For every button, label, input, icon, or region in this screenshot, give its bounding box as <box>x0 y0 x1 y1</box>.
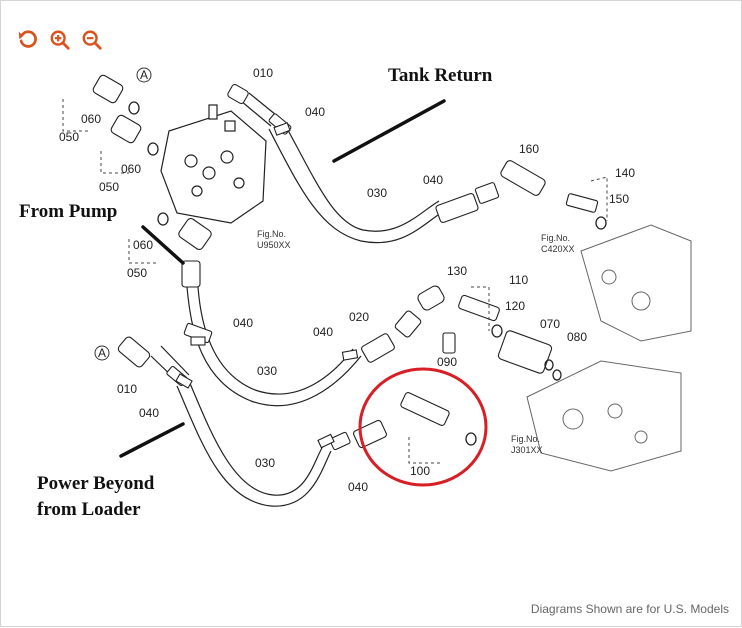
control-valve-body <box>160 104 267 224</box>
rotate-left-icon <box>18 30 37 48</box>
ref-a-top-label: A <box>140 68 148 82</box>
part-label-140[interactable]: 140 <box>615 166 635 180</box>
part-label-060-b[interactable]: 060 <box>121 162 141 176</box>
part-label-040-left[interactable]: 040 <box>233 316 253 330</box>
tank-return-label: Tank Return <box>388 65 493 86</box>
hose-clamps <box>175 122 359 449</box>
part-group-brackets <box>62 99 608 464</box>
part-label-050-c[interactable]: 050 <box>127 266 147 280</box>
part-label-130[interactable]: 130 <box>447 264 467 278</box>
part-label-080[interactable]: 080 <box>567 330 587 344</box>
fig-ref-u950-line2[interactable]: U950XX <box>257 240 291 250</box>
fig-ref-u950-line1[interactable]: Fig.No. <box>257 229 286 239</box>
hose-lines <box>150 92 442 507</box>
zoom-out-icon <box>82 30 102 50</box>
tractor-castings <box>526 224 692 472</box>
part-label-030-middle[interactable]: 030 <box>257 364 277 378</box>
ref-a-left-label: A <box>98 346 106 360</box>
footer-note: Diagrams Shown are for U.S. Models <box>530 602 729 616</box>
fig-ref-j301-line1[interactable]: Fig.No. <box>511 434 540 444</box>
part-label-040-lower-left[interactable]: 040 <box>139 406 159 420</box>
reference-markers: A A <box>94 67 152 361</box>
fittings <box>92 74 599 451</box>
part-label-020[interactable]: 020 <box>349 310 369 324</box>
o-rings <box>128 101 607 446</box>
part-label-040-bottom[interactable]: 040 <box>348 480 368 494</box>
part-label-110[interactable]: 110 <box>509 273 528 287</box>
power-beyond-label-line2: from Loader <box>37 499 141 520</box>
viewer-toolbar <box>15 27 105 53</box>
power-beyond-label-line1: Power Beyond <box>37 473 155 494</box>
part-label-030-upper[interactable]: 030 <box>367 186 387 200</box>
part-label-040-center[interactable]: 040 <box>313 325 333 339</box>
part-label-090[interactable]: 090 <box>437 355 457 369</box>
figure-references: Fig.No. U950XX Fig.No. C420XX Fig.No. J3… <box>257 229 575 455</box>
ref-circle-a-left <box>94 345 110 361</box>
part-label-120[interactable]: 120 <box>505 299 525 313</box>
part-label-060-c[interactable]: 060 <box>133 238 153 252</box>
part-label-070[interactable]: 070 <box>540 317 560 331</box>
part-label-040-mid[interactable]: 040 <box>423 173 443 187</box>
ref-circle-a-top <box>136 67 152 83</box>
fig-ref-c420-line1[interactable]: Fig.No. <box>541 233 570 243</box>
part-label-010-left[interactable]: 010 <box>117 382 137 396</box>
zoom-in-icon <box>50 30 70 50</box>
part-label-160[interactable]: 160 <box>519 142 539 156</box>
highlight-circle <box>358 367 488 487</box>
part-label-030-lower[interactable]: 030 <box>255 456 275 470</box>
part-label-050-b[interactable]: 050 <box>99 180 119 194</box>
part-label-010-top[interactable]: 010 <box>253 66 273 80</box>
part-label-060-a[interactable]: 060 <box>81 112 101 126</box>
from-pump-label: From Pump <box>19 201 117 222</box>
part-label-040-top[interactable]: 040 <box>305 105 325 119</box>
part-label-150[interactable]: 150 <box>609 192 629 206</box>
zoom-out-button[interactable] <box>79 27 105 53</box>
part-label-100[interactable]: 100 <box>410 464 430 478</box>
zoom-in-button[interactable] <box>47 27 73 53</box>
part-label-050-a[interactable]: 050 <box>59 130 79 144</box>
reset-button[interactable] <box>15 27 41 53</box>
callout-pointers <box>119 99 446 458</box>
part-number-labels: 010 040 060 050 060 050 060 050 030 040 … <box>59 66 635 494</box>
fig-ref-j301-line2[interactable]: J301XX <box>511 445 543 455</box>
fig-ref-c420-line2[interactable]: C420XX <box>541 244 575 254</box>
